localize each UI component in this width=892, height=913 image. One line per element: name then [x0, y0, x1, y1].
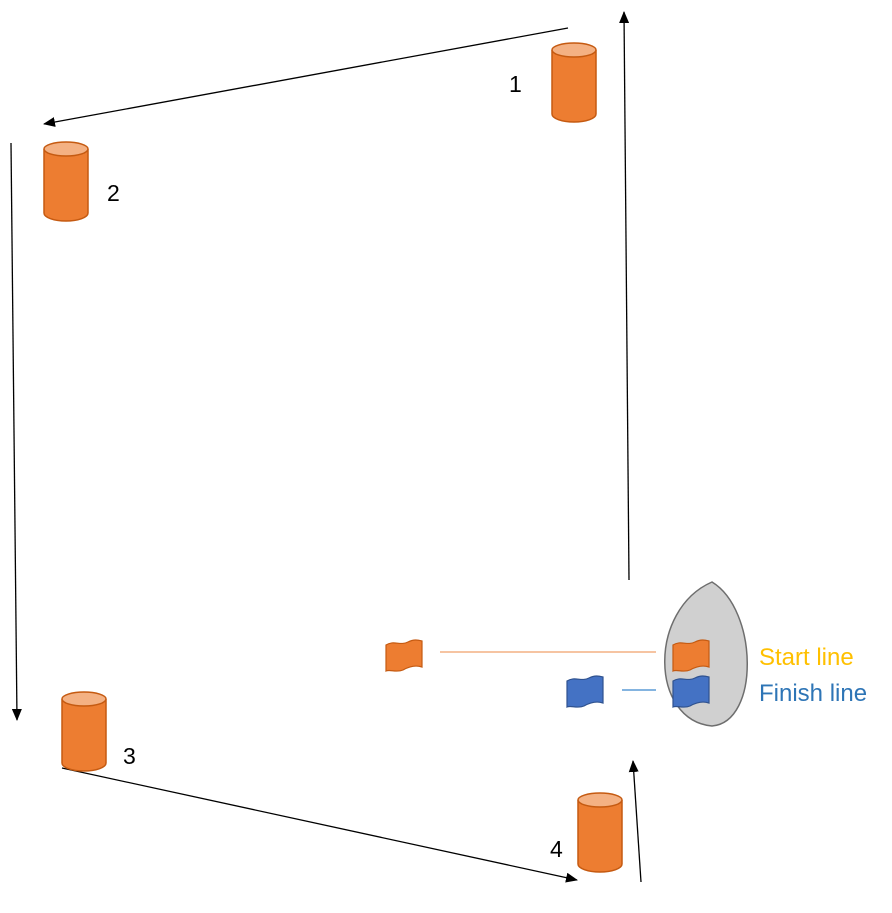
buoy-mark-3 [61, 691, 107, 772]
buoy-mark-2 [43, 141, 89, 222]
mark-label-4: 4 [550, 836, 563, 862]
buoy-icon [551, 50, 597, 123]
start-line-label: Start line [759, 644, 854, 671]
start-pin-flag-icon [385, 639, 423, 672]
buoy-top [551, 42, 597, 58]
arrow-icon [61, 767, 578, 883]
finish-boat-flag-icon [672, 675, 710, 708]
arrow-icon [10, 142, 22, 721]
buoy-top [61, 691, 107, 707]
mark-label-3: 3 [123, 743, 136, 769]
course-arrows [10, 11, 642, 883]
arrow-icon [628, 760, 642, 883]
start-boat-flag-icon [672, 639, 710, 672]
mark-label-1: 1 [509, 71, 522, 97]
buoy-icon [577, 800, 623, 873]
finish-line-label: Finish line [759, 680, 867, 707]
mark-label-2: 2 [107, 180, 120, 206]
buoy-icon [43, 149, 89, 222]
buoy-top [577, 792, 623, 808]
buoy-mark-1 [551, 42, 597, 123]
buoy-icon [61, 699, 107, 772]
buoy-mark-4 [577, 792, 623, 873]
arrow-icon [619, 11, 630, 581]
arrow-icon [43, 27, 569, 127]
buoy-top [43, 141, 89, 157]
finish-pin-flag-icon [566, 675, 604, 708]
